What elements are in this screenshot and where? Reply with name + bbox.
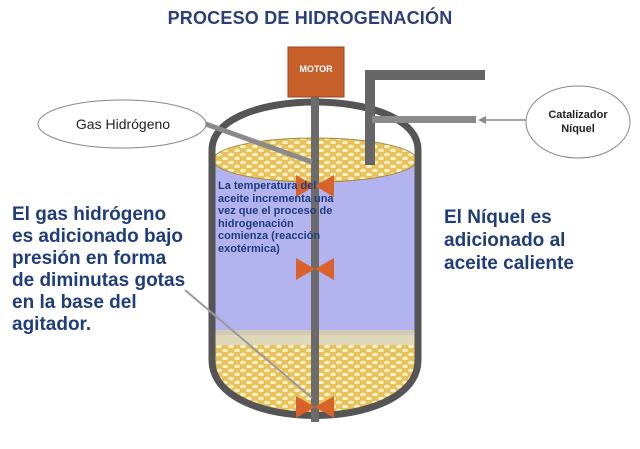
impeller-top [296, 175, 334, 197]
catalyst-inlet-pipe [365, 70, 485, 165]
impeller-bottom [296, 396, 334, 418]
impeller-middle [296, 258, 334, 280]
gas-label-bubble [37, 99, 207, 149]
hydrogen-description: El gas hidrógeno es adicionado bajo pres… [12, 204, 186, 335]
gas-bubble-pointer [184, 289, 313, 399]
vessel-outline [208, 98, 422, 419]
catalyst-label-bubble [525, 85, 631, 159]
agitator-shaft [311, 97, 319, 422]
nickel-description: El Níquel es adicionado al aceite calien… [444, 207, 574, 274]
diagram-title: PROCESO DE HIDROGENACIÓN [167, 8, 453, 28]
gas-hydrogen-label: Gas Hidrógeno [75, 116, 171, 132]
motor-box [287, 46, 345, 98]
temperature-description: La temperatura del aceite incrementa una… [218, 180, 334, 255]
catalyst-label: Catalizador Níquel [548, 109, 608, 135]
gas-inlet-pipe [199, 119, 313, 165]
catalyst-arrow-head [478, 116, 486, 124]
motor-label: MOTOR [299, 64, 333, 74]
